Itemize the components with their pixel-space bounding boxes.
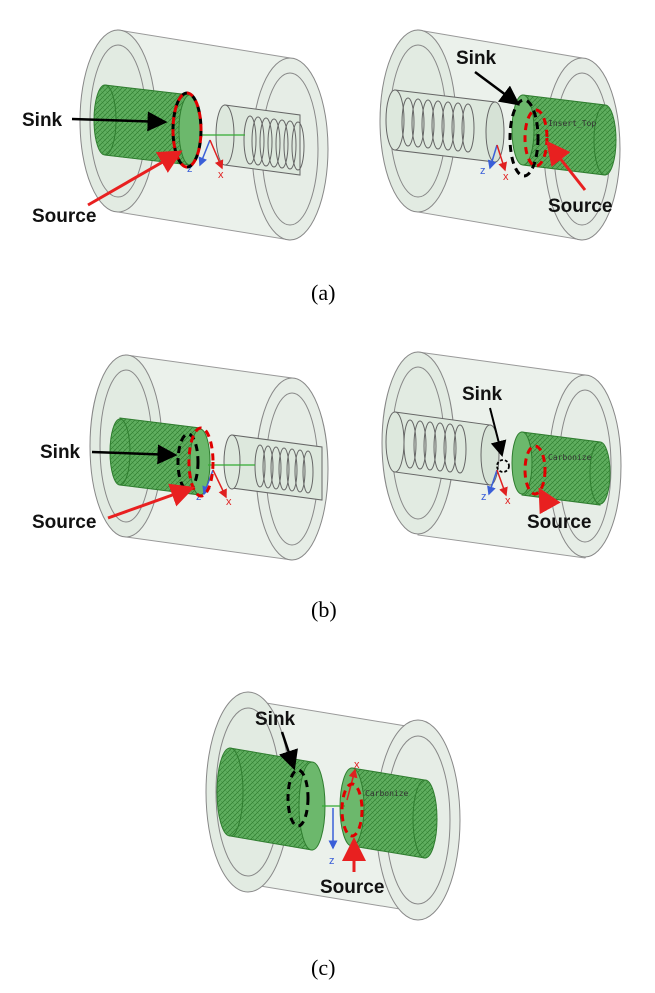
sink-arrow <box>71 111 168 132</box>
axis-x-label: x <box>354 759 360 771</box>
axis-z-label: z <box>329 855 335 867</box>
panel-a-left: z x Sink Source <box>22 29 329 241</box>
spring-coil <box>385 411 500 486</box>
axis-z-label: z <box>480 165 486 177</box>
sink-ellipse <box>176 432 200 492</box>
spring-coil <box>223 434 323 501</box>
caption-a: (a) <box>311 280 336 305</box>
source-arrow <box>107 483 195 520</box>
axis-z-label: z <box>187 163 193 175</box>
sink-label: Sink <box>22 110 63 131</box>
carbonize-tag: Carbonize <box>548 453 592 462</box>
caption-b: (b) <box>311 597 337 622</box>
source-ellipse <box>340 782 364 838</box>
axis-z-label: z <box>481 491 487 503</box>
green-coil-electrode-right <box>339 767 438 859</box>
sink-ellipse <box>286 768 310 828</box>
insert-top-tag: Insert_Top <box>548 119 596 128</box>
sink-label: Sink <box>462 384 503 405</box>
panel-b-right: Carbonize z x Sink Source <box>381 351 622 559</box>
green-coil-electrode <box>93 84 202 166</box>
axis-x-label: x <box>505 495 511 507</box>
sink-label: Sink <box>40 442 81 463</box>
source-label: Source <box>527 512 591 533</box>
source-label: Source <box>548 196 612 217</box>
panel-a-right: Insert_Top z x Sink Source <box>379 29 621 241</box>
caption-c: (c) <box>311 955 336 980</box>
axis-x-label: x <box>226 496 232 508</box>
source-label: Source <box>32 206 96 227</box>
source-arrow <box>546 140 587 191</box>
sink-ellipse <box>508 98 540 178</box>
spring-coil <box>215 104 305 176</box>
sink-arrow <box>474 70 521 106</box>
green-coil-electrode <box>109 417 211 496</box>
sink-label: Sink <box>456 48 497 69</box>
carbonize-tag: Carbonize <box>365 789 409 798</box>
axes-triad: z x <box>187 139 224 181</box>
axes-triad: z x <box>481 469 511 507</box>
source-arrow <box>87 150 183 207</box>
source-label: Source <box>32 512 96 533</box>
panel-b-left: z x Sink Source <box>32 354 329 561</box>
panel-c: Carbonize x z Sink Source <box>205 691 461 921</box>
sink-label: Sink <box>255 709 296 730</box>
green-coil-electrode <box>511 431 611 506</box>
sink-arrow <box>91 444 178 465</box>
sink-ellipse <box>496 459 510 473</box>
sink-arrow <box>278 731 298 771</box>
sink-arrow <box>489 407 507 457</box>
source-ellipse <box>523 108 549 168</box>
axes-triad: z x <box>480 144 509 183</box>
source-ellipse <box>523 444 547 496</box>
source-label: Source <box>320 877 384 898</box>
source-ellipse <box>187 426 215 498</box>
source-arrow <box>538 487 561 515</box>
spring-coil <box>385 89 505 163</box>
axis-x-label: x <box>218 169 224 181</box>
axis-x-label: x <box>503 171 509 183</box>
source-ellipse <box>171 91 203 169</box>
